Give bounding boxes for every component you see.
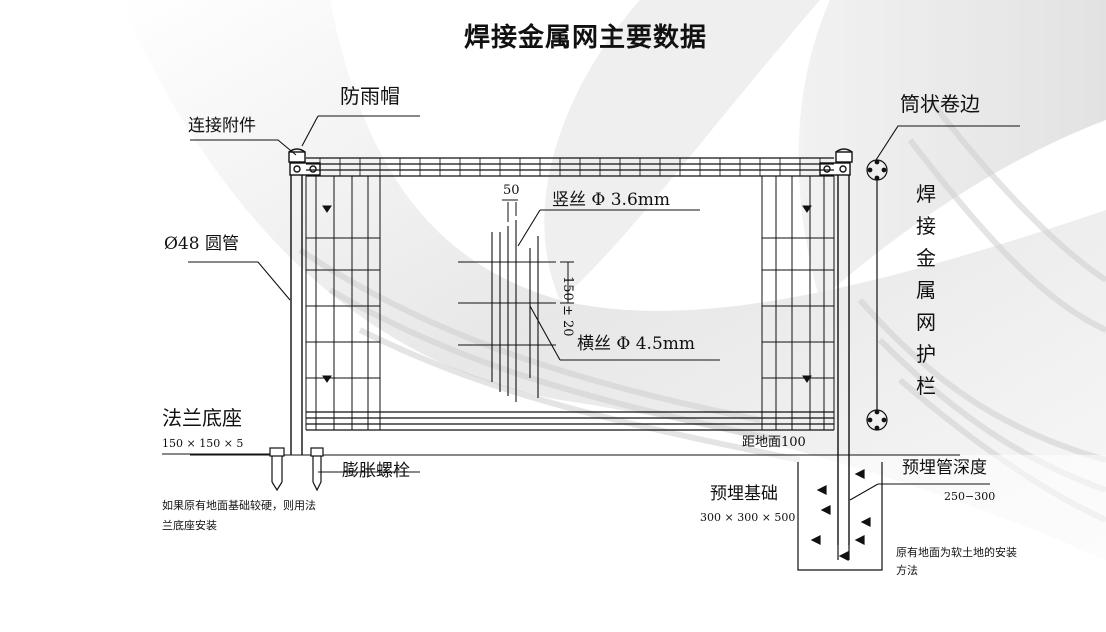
soft-ground-note: 原有地面为软土地的安装方法 xyxy=(896,546,1017,577)
diagram-title: 焊接金属网主要数据 xyxy=(464,23,708,53)
foundation-size-label: 300 × 300 × 500 xyxy=(700,511,796,524)
bottom-rail xyxy=(306,411,834,431)
horizontal-wire-label: 横丝 Φ 4.5mm xyxy=(577,334,696,354)
expansion-bolt-label: 膨胀螺栓 xyxy=(342,461,410,481)
rain-cap-label: 防雨帽 xyxy=(340,84,400,108)
dimension-150 xyxy=(560,261,574,304)
embed-depth-label: 预埋管深度 xyxy=(902,458,987,478)
mesh-detail xyxy=(458,220,556,402)
vertical-wire-label: 竖丝 Φ 3.6mm xyxy=(552,190,671,210)
embedded-foundation xyxy=(797,462,883,571)
connector-label: 连接附件 xyxy=(188,116,256,136)
flange-size-label: 150 × 150 × 5 xyxy=(162,437,244,450)
spacing-50-label: 50 xyxy=(503,183,520,198)
round-pipe-label: Ø48 圆管 xyxy=(164,234,239,254)
dimension-50 xyxy=(502,199,518,222)
hard-ground-note: 如果原有地面基础较硬，则用法兰底座安装 xyxy=(162,499,316,532)
expansion-bolt xyxy=(310,447,324,492)
foundation-label: 预埋基础 xyxy=(710,484,778,504)
flange-base xyxy=(269,447,285,492)
flange-base-label: 法兰底座 xyxy=(162,406,242,430)
left-connector xyxy=(289,162,321,176)
top-rail xyxy=(306,157,834,177)
right-mesh-panel xyxy=(761,176,835,430)
left-mesh-panel xyxy=(305,176,381,430)
tube-roll-label: 筒状卷边 xyxy=(900,92,980,116)
left-post xyxy=(288,148,306,455)
ground-distance-label: 距地面100 xyxy=(742,435,806,450)
right-post xyxy=(819,148,853,545)
spacing-150-label: 150 ± 20 xyxy=(560,276,575,337)
tube-roll-symbol xyxy=(866,159,888,431)
leader-lines xyxy=(162,115,1020,501)
vertical-title: 焊接金属网护栏 xyxy=(916,182,936,398)
embed-depth-range-label: 250−300 xyxy=(944,490,996,503)
